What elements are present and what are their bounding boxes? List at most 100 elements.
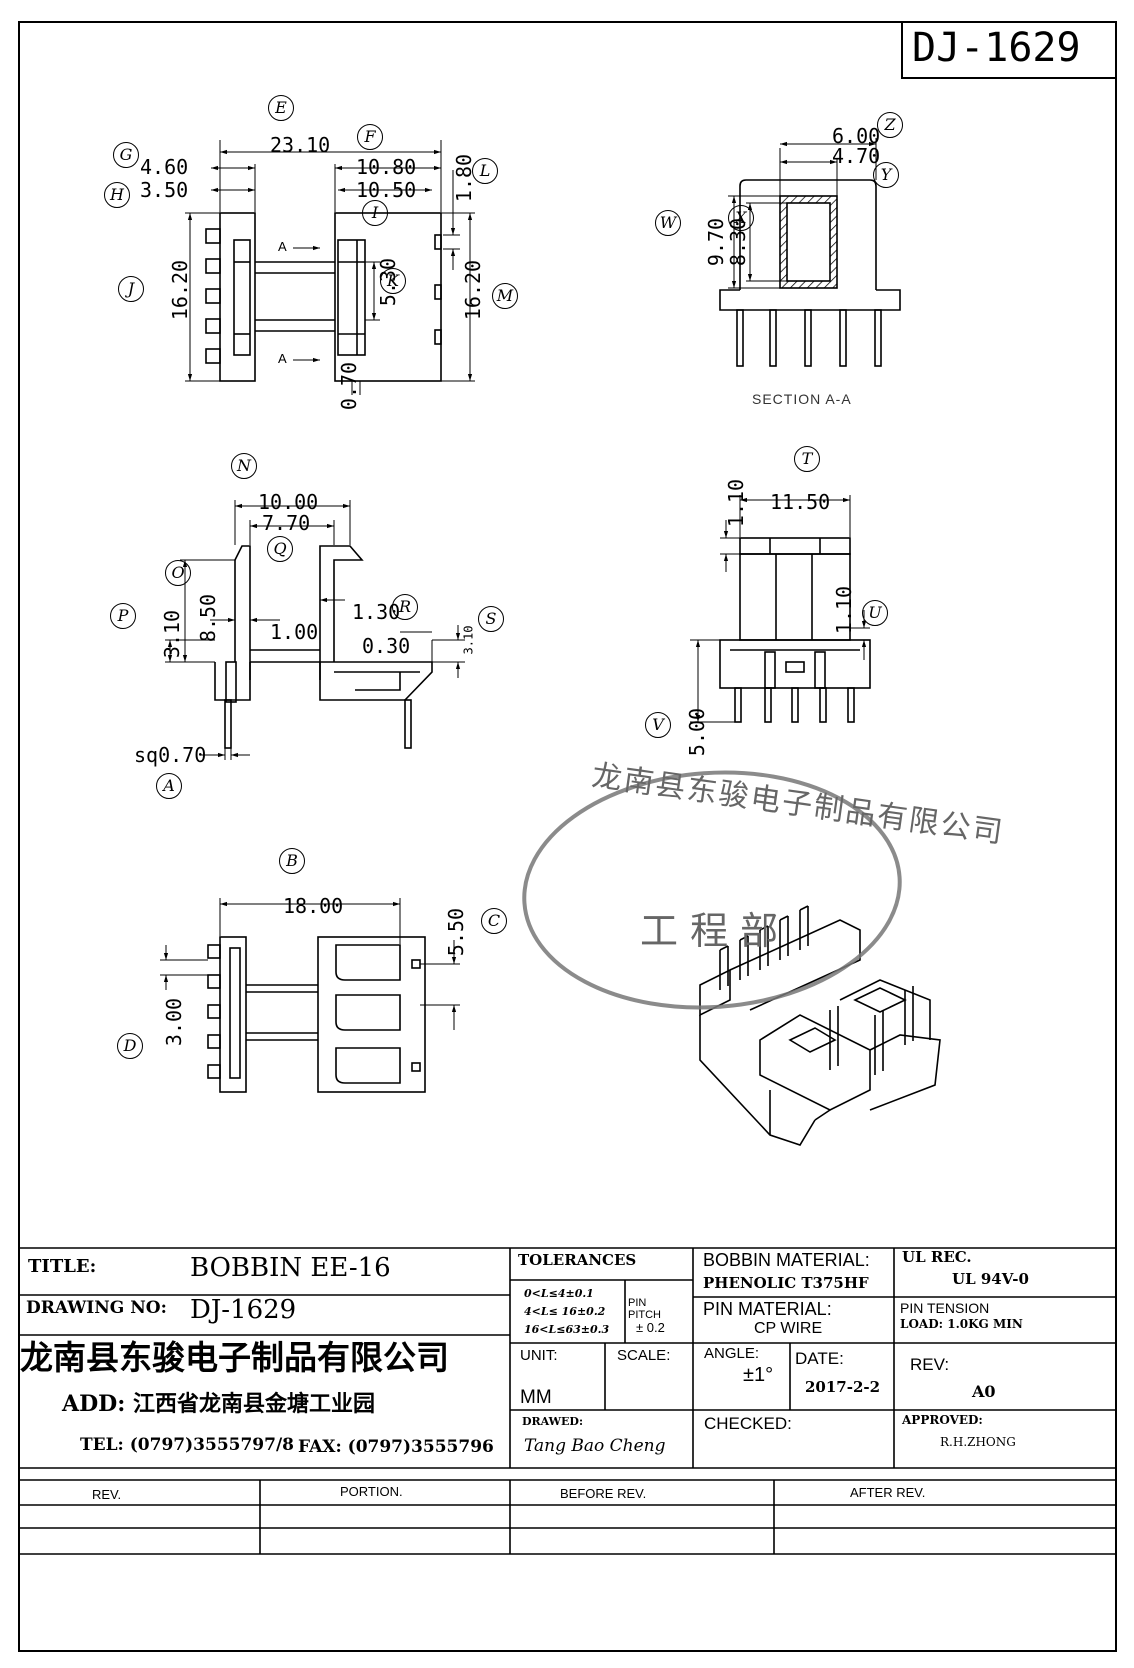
top-view — [205, 212, 442, 382]
pin-tension-value: LOAD: 1.0KG MIN — [900, 1317, 1023, 1331]
drawing-id: DJ-1629 — [912, 25, 1081, 71]
rev-value: A0 — [972, 1382, 996, 1401]
dim-8-50: 8.50 — [196, 593, 221, 643]
angle-value: ±1° — [743, 1364, 774, 1386]
top-view-dims — [185, 140, 475, 395]
scale-label: SCALE: — [617, 1347, 671, 1364]
dim-0-30: 0.30 — [362, 634, 411, 658]
balloon-k: K — [380, 268, 406, 294]
rev-label: REV: — [910, 1355, 950, 1374]
dim-7-70: 7.70 — [262, 511, 311, 535]
tolerance-row-1: 0<L≤4±0.1 — [524, 1287, 594, 1300]
dim-5-00: 5.00 — [685, 707, 710, 757]
section-view — [719, 179, 901, 367]
ul-rec-value: UL 94V-0 — [952, 1270, 1029, 1288]
drawing-no-value: DJ-1629 — [190, 1295, 297, 1325]
balloon-h: H — [104, 182, 130, 208]
title-value: BOBBIN EE-16 — [190, 1253, 391, 1283]
stamp — [522, 770, 902, 1010]
balloon-c: C — [481, 908, 507, 934]
approved-value: R.H.ZHONG — [940, 1435, 1016, 1449]
tolerance-row-3: 16<L≤63±0.3 — [524, 1323, 610, 1336]
balloon-d: D — [117, 1033, 143, 1059]
side-view — [719, 537, 871, 723]
pin-tension-label: PIN TENSION — [900, 1300, 990, 1316]
dim-11-50: 11.50 — [770, 490, 831, 514]
balloon-v: V — [645, 712, 671, 738]
section-caption: SECTION A-A — [752, 391, 852, 407]
dim-5-50: 5.50 — [444, 907, 469, 957]
drawn-label: DRAWED: — [522, 1415, 584, 1428]
company-name: 龙南县东骏电子制品有限公司 — [20, 1338, 449, 1377]
balloon-n: N — [231, 453, 257, 479]
unit-value: MM — [520, 1387, 552, 1408]
title-block-grid — [19, 1247, 1116, 1555]
bottom-view — [207, 936, 426, 1093]
dim-sq0-70: sq0.70 — [134, 743, 207, 767]
balloon-g: G — [113, 142, 139, 168]
dim-23-10: 23.10 — [270, 133, 331, 157]
sheet-border — [18, 21, 1117, 1652]
balloon-a: A — [156, 773, 182, 799]
tolerance-row-2: 4<L≤ 16±0.2 — [524, 1305, 606, 1318]
pin-pitch-label-1: PIN — [628, 1297, 647, 1309]
balloon-w: W — [655, 210, 681, 236]
dim-1-10-right: 1.10 — [832, 585, 857, 635]
date-value: 2017-2-2 — [805, 1378, 881, 1396]
balloon-e: E — [268, 95, 294, 121]
balloon-u: U — [862, 600, 888, 626]
isometric-view — [699, 905, 941, 1146]
balloon-x: X — [728, 205, 754, 231]
bobbin-material-label: BOBBIN MATERIAL: — [703, 1250, 870, 1270]
title-label: TITLE: — [28, 1256, 97, 1277]
rev-header-rev: REV. — [92, 1487, 122, 1502]
stamp-dept: 工 程 部 — [640, 909, 779, 953]
rev-header-portion: PORTION. — [340, 1484, 403, 1499]
dim-16-20-left: 16.20 — [168, 259, 193, 321]
checked-label: CHECKED: — [704, 1414, 792, 1433]
dim-1-00: 1.00 — [270, 620, 319, 644]
dim-3-10-left: 3.10 — [160, 609, 185, 659]
pin-pitch-value: ± 0.2 — [636, 1320, 665, 1335]
rev-header-after: AFTER REV. — [850, 1485, 926, 1500]
approved-label: APPROVED: — [902, 1413, 983, 1427]
id-box — [901, 21, 1117, 79]
balloon-r: R — [392, 594, 418, 620]
front-view — [214, 545, 433, 749]
ul-rec-label: UL REC. — [902, 1248, 972, 1266]
bobbin-material-value: PHENOLIC T375HF — [703, 1274, 869, 1292]
dim-1-80: 1.80 — [452, 153, 477, 203]
rev-header-before: BEFORE REV. — [560, 1486, 647, 1501]
dim-1-30: 1.30 — [352, 600, 401, 624]
balloon-m: M — [492, 283, 518, 309]
balloon-i: I — [362, 200, 388, 226]
dim-4-60: 4.60 — [140, 155, 189, 179]
balloon-y: Y — [873, 162, 899, 188]
balloon-s: S — [478, 606, 504, 632]
pin-pitch-label-2: PITCH — [628, 1309, 661, 1321]
tolerances-label: TOLERANCES — [518, 1251, 637, 1269]
company-address: ADD: 江西省龙南县金塘工业园 — [62, 1391, 376, 1417]
dim-6-00: 6.00 — [832, 124, 881, 148]
pin-material-value: CP WIRE — [754, 1320, 823, 1337]
dim-3-10-right: 3.10 — [461, 625, 476, 655]
balloon-l: L — [472, 158, 498, 184]
dim-10-80: 10.80 — [356, 155, 417, 179]
dim-3-00: 3.00 — [162, 997, 187, 1047]
balloon-f: F — [357, 124, 383, 150]
dim-9-70: 9.70 — [704, 217, 729, 267]
dim-10-00: 10.00 — [258, 490, 319, 514]
drawing-no-label: DRAWING NO: — [26, 1298, 167, 1318]
dim-18-00: 18.00 — [283, 894, 344, 918]
bottom-view-dims — [160, 898, 460, 1030]
pin-material-label: PIN MATERIAL: — [703, 1299, 832, 1319]
company-fax: FAX: (0797)3555796 — [298, 1437, 494, 1457]
dim-4-70: 4.70 — [832, 144, 881, 168]
balloon-t: T — [794, 446, 820, 472]
date-label: DATE: — [795, 1349, 844, 1368]
balloon-b: B — [279, 848, 305, 874]
drawn-value: Tang Bao Cheng — [524, 1436, 666, 1456]
balloon-j: J — [118, 276, 144, 302]
